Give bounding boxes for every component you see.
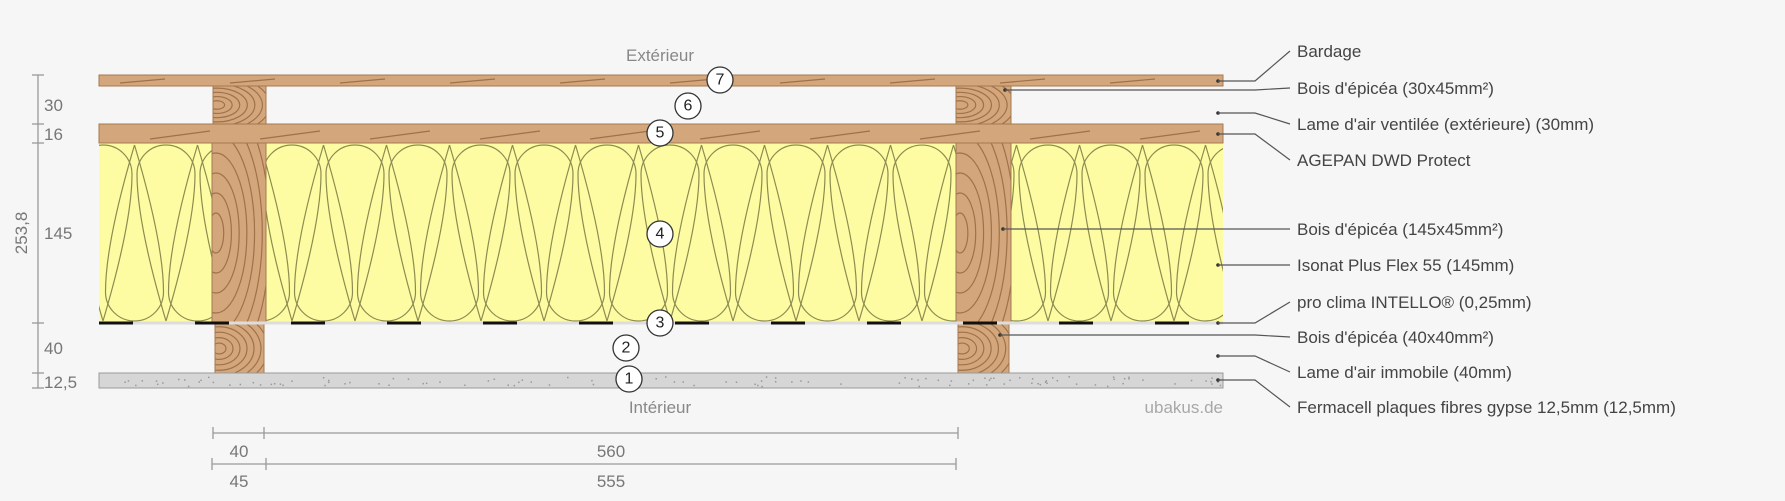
marker-number: 1 bbox=[625, 371, 634, 388]
marker-number: 3 bbox=[656, 315, 665, 332]
callout-5: Isonat Plus Flex 55 (145mm) bbox=[1216, 256, 1514, 275]
dim-560: 560 bbox=[597, 442, 625, 461]
marker-number: 6 bbox=[684, 98, 693, 115]
callout-label: Isonat Plus Flex 55 (145mm) bbox=[1297, 256, 1514, 275]
fermacell-board bbox=[99, 373, 1223, 388]
callout-label: Bois d'épicéa (40x40mm²) bbox=[1297, 328, 1494, 347]
dim-45-width: 45 bbox=[230, 472, 249, 491]
callout-label: Bois d'épicéa (145x45mm²) bbox=[1297, 220, 1503, 239]
layer-marker-4: 4 bbox=[647, 221, 673, 247]
marker-number: 2 bbox=[622, 340, 631, 357]
dim-30: 30 bbox=[44, 96, 63, 115]
layer-marker-6: 6 bbox=[675, 93, 701, 119]
insulation-loop bbox=[1240, 145, 1298, 321]
exterior-label: Extérieur bbox=[626, 46, 694, 65]
marker-number: 4 bbox=[656, 226, 665, 243]
callout-0: Bardage bbox=[1216, 42, 1361, 83]
callout-2: Lame d'air ventilée (extérieure) (30mm) bbox=[1216, 111, 1594, 134]
callout-label: Lame d'air ventilée (extérieure) (30mm) bbox=[1297, 115, 1594, 134]
interior-label: Intérieur bbox=[629, 398, 692, 417]
callout-label: AGEPAN DWD Protect bbox=[1297, 151, 1471, 170]
dim-total: 253,8 bbox=[12, 212, 31, 255]
callout-label: Fermacell plaques fibres gypse 12,5mm (1… bbox=[1297, 398, 1676, 417]
layer-marker-5: 5 bbox=[647, 120, 673, 146]
callout-3: AGEPAN DWD Protect bbox=[1216, 132, 1471, 170]
marker-number: 7 bbox=[716, 72, 725, 89]
dim-12-5: 12,5 bbox=[44, 373, 77, 392]
dim-40-width: 40 bbox=[230, 442, 249, 461]
callout-label: pro clima INTELLO® (0,25mm) bbox=[1297, 293, 1532, 312]
layer-marker-2: 2 bbox=[613, 335, 639, 361]
horizontal-dimensions: 40 560 45 555 bbox=[212, 427, 958, 491]
watermark: ubakus.de bbox=[1145, 398, 1223, 417]
layer-marker-1: 1 bbox=[616, 366, 642, 392]
marker-number: 5 bbox=[656, 125, 665, 142]
callout-8: Lame d'air immobile (40mm) bbox=[1216, 354, 1512, 382]
callout-9: Fermacell plaques fibres gypse 12,5mm (1… bbox=[1216, 378, 1676, 417]
bardage-board bbox=[99, 75, 1223, 86]
dim-145: 145 bbox=[44, 224, 72, 243]
callout-7: Bois d'épicéa (40x40mm²) bbox=[998, 328, 1494, 347]
vertical-dimensions: 30 16 145 40 12,5 253,8 bbox=[12, 75, 77, 392]
layer-marker-3: 3 bbox=[647, 310, 673, 336]
callouts: BardageBois d'épicéa (30x45mm²) Lame d'ai… bbox=[998, 42, 1676, 417]
callout-label: Lame d'air immobile (40mm) bbox=[1297, 363, 1512, 382]
dim-40: 40 bbox=[44, 339, 63, 358]
layer-marker-7: 7 bbox=[707, 67, 733, 93]
dim-16: 16 bbox=[44, 125, 63, 144]
dim-555: 555 bbox=[597, 472, 625, 491]
callout-label: Bois d'épicéa (30x45mm²) bbox=[1297, 79, 1494, 98]
callout-label: Bardage bbox=[1297, 42, 1361, 61]
callout-6: pro clima INTELLO® (0,25mm) bbox=[1216, 293, 1531, 325]
